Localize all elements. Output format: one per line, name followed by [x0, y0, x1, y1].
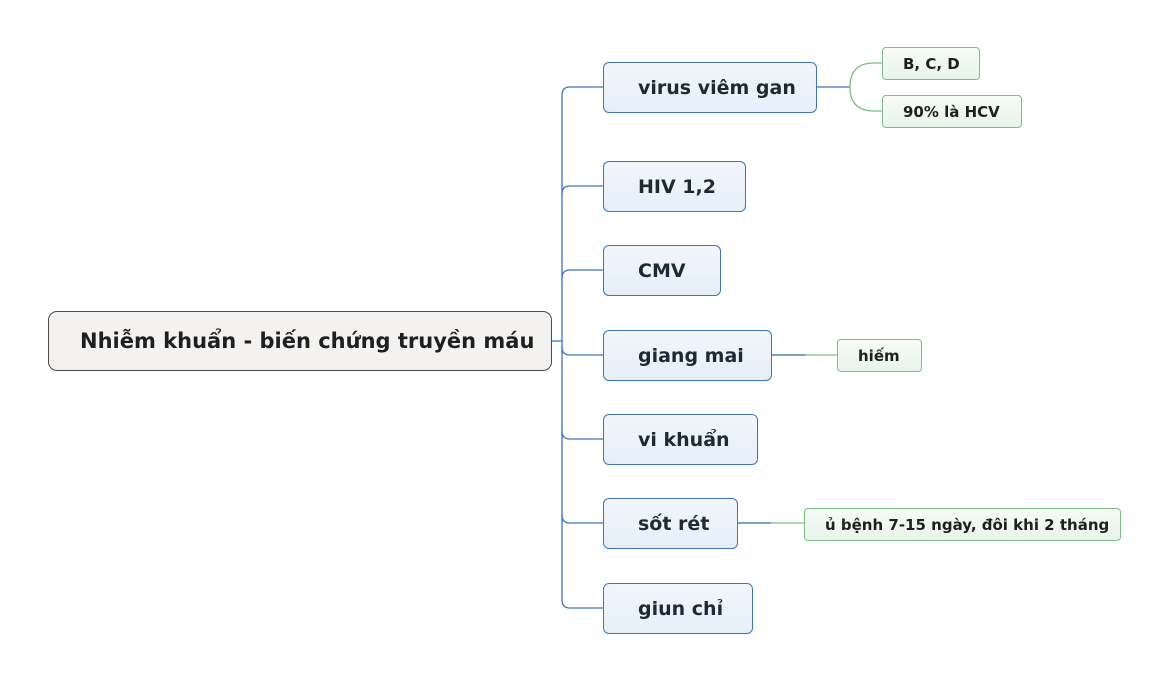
- root-topic-label: Nhiễm khuẩn - biến chứng truyền máu: [80, 329, 535, 353]
- branch-label: HIV 1,2: [638, 175, 716, 198]
- leaf-b-c-d[interactable]: B, C, D: [882, 47, 980, 80]
- branch-cmv[interactable]: CMV: [603, 245, 721, 296]
- branch-vi-khuan[interactable]: vi khuẩn: [603, 414, 758, 465]
- branch-giang-mai[interactable]: giang mai: [603, 330, 772, 381]
- leaf-connector-bcd: [849, 62, 882, 88]
- leaf-label: ủ bệnh 7-15 ngày, đôi khi 2 tháng: [825, 515, 1110, 534]
- branch-label: sốt rét: [638, 512, 710, 535]
- leaf-90-hcv[interactable]: 90% là HCV: [882, 95, 1022, 128]
- leaf-label: hiếm: [858, 346, 900, 365]
- leaf-label: 90% là HCV: [903, 102, 1000, 121]
- branch-label: virus viêm gan: [638, 76, 796, 99]
- branch-label: vi khuẩn: [638, 428, 730, 451]
- branch-hiv[interactable]: HIV 1,2: [603, 161, 746, 212]
- branch-sot-ret[interactable]: sốt rét: [603, 498, 738, 549]
- branch-label: giang mai: [638, 344, 744, 367]
- leaf-u-benh[interactable]: ủ bệnh 7-15 ngày, đôi khi 2 tháng: [804, 508, 1121, 541]
- branch-label: giun chỉ: [638, 597, 724, 620]
- leaf-connector-hcv: [849, 86, 882, 112]
- branch-virus-viem-gan[interactable]: virus viêm gan: [603, 62, 817, 113]
- leaf-hiem[interactable]: hiếm: [837, 339, 922, 372]
- branch-connector-vi-khuan: [561, 430, 603, 440]
- branch-connector-sot-ret: [561, 514, 603, 524]
- branch-label: CMV: [638, 259, 686, 282]
- branch-connector-hiv: [561, 185, 603, 195]
- leaf-label: B, C, D: [903, 54, 960, 73]
- branch-connector-cmv: [561, 269, 603, 279]
- branch-connector-giang-mai: [561, 346, 603, 356]
- root-topic[interactable]: Nhiễm khuẩn - biến chứng truyền máu: [48, 311, 552, 371]
- branch-giun-chi[interactable]: giun chỉ: [603, 583, 753, 634]
- trunk-line: [561, 86, 603, 609]
